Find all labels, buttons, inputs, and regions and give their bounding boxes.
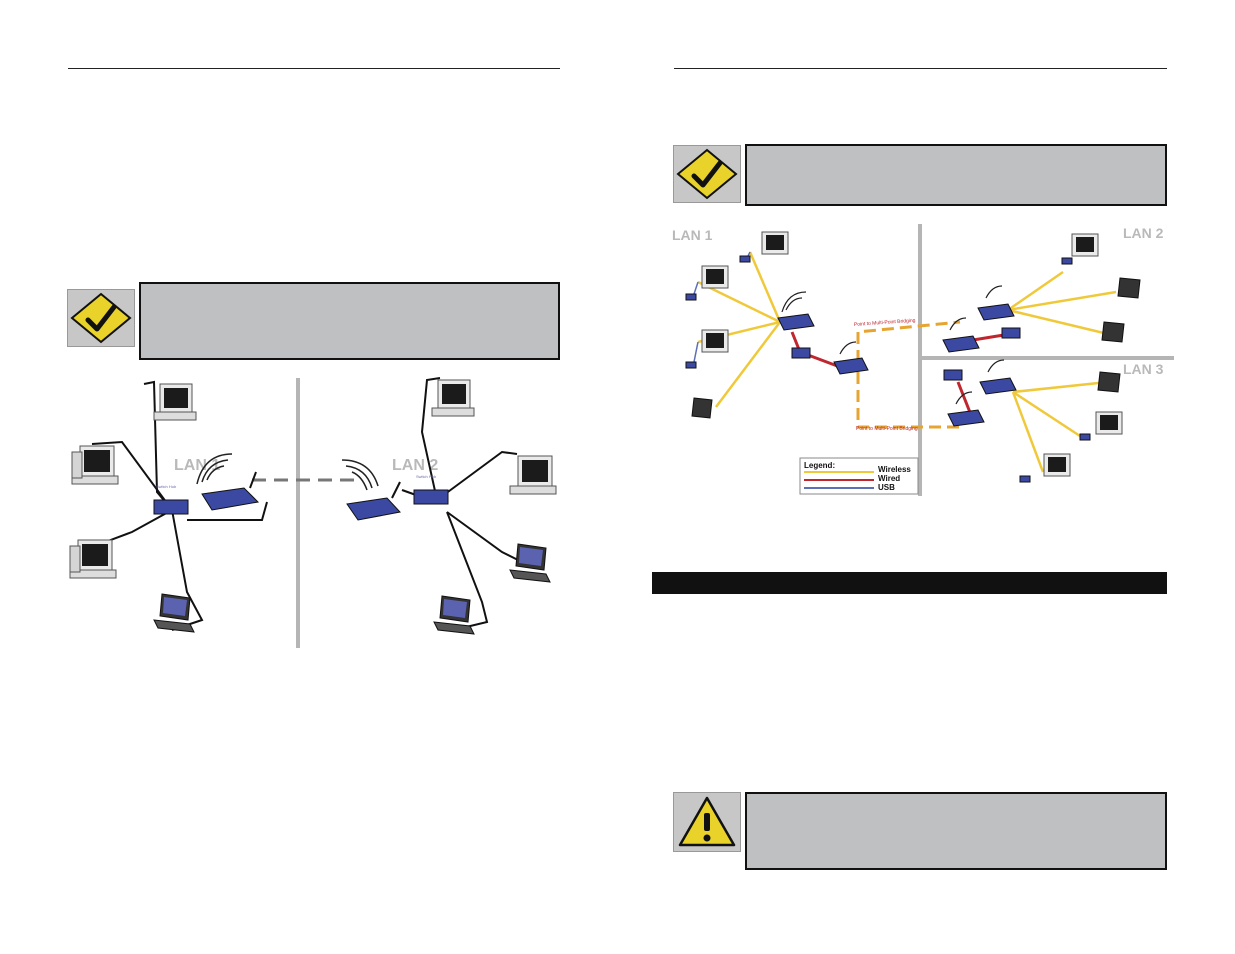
left-lan2-switch: Switch Hub <box>413 474 449 505</box>
legend: Legend: Wireless Wired USB <box>799 457 919 495</box>
right-bridge-ap <box>833 341 869 375</box>
right-note-icon-tile <box>673 145 741 203</box>
lan-divider-vertical <box>918 224 922 496</box>
legend-item-wireless: Wireless <box>878 465 911 474</box>
right-lan3-switch <box>943 369 963 381</box>
right-lan3-label: LAN 3 <box>1123 361 1164 377</box>
right-lan3-bridge-ap <box>947 391 985 427</box>
checkmark-icon <box>70 292 132 344</box>
right-lan1-label: LAN 1 <box>672 227 713 243</box>
svg-text:Switch Hub: Switch Hub <box>156 484 177 489</box>
right-note-box <box>745 144 1167 206</box>
right-bridge-label-top: Point to Multi-Point Bridging <box>854 318 916 328</box>
right-lan3-ap <box>979 359 1017 395</box>
left-lan2-label: LAN 2 <box>392 457 438 474</box>
left-note-box <box>139 282 560 360</box>
right-lan1-ap <box>777 291 815 331</box>
right-network-diagram: LAN 1 LAN 2 LAN 3 Point to Multi-Point B… <box>672 224 1174 496</box>
right-lan2-switch <box>1001 327 1021 339</box>
exclamation-icon <box>678 796 736 847</box>
right-lan-laptop-mid <box>509 543 551 583</box>
legend-title: Legend: <box>804 461 835 470</box>
checkmark-icon <box>676 148 738 200</box>
right-lan2-bridge-ap <box>942 317 980 353</box>
laptop-1 <box>691 397 713 419</box>
lan-divider-horizontal <box>922 356 1174 360</box>
left-lan1-switch: Switch Hub <box>153 484 189 515</box>
laptop-4 <box>1097 371 1121 393</box>
right-lan1-switch <box>791 347 811 359</box>
right-lan-laptop-low <box>433 595 475 635</box>
left-lan2-access-point <box>341 459 401 521</box>
laptop-3 <box>1101 321 1125 343</box>
right-lan-desktop-mid <box>509 455 557 495</box>
left-header-rule <box>68 68 560 69</box>
right-lan2-ap <box>977 285 1015 321</box>
svg-text:Switch Hub: Switch Hub <box>416 474 437 479</box>
lan-divider <box>296 378 300 648</box>
left-lan1-access-point <box>196 453 260 511</box>
right-lan2-label: LAN 2 <box>1123 225 1164 241</box>
section-heading-bar <box>652 572 1167 594</box>
left-desktop-low <box>69 539 117 579</box>
left-desktop-mid <box>71 445 119 485</box>
right-bridge-label-bottom: Point to Multi-Point Bridging <box>856 426 918 432</box>
left-desktop-top <box>153 383 197 421</box>
legend-item-wired: Wired <box>878 474 900 483</box>
warning-box <box>745 792 1167 870</box>
legend-item-usb: USB <box>878 483 895 492</box>
right-lan-desktop-top <box>431 379 475 417</box>
right-header-rule <box>674 68 1167 69</box>
warning-icon-tile <box>673 792 741 852</box>
laptop-2 <box>1117 277 1141 299</box>
left-laptop <box>153 593 195 633</box>
left-note-icon-tile <box>67 289 135 347</box>
left-network-diagram: LAN 1 LAN 2 Switch Hub Switch Hub <box>69 377 557 648</box>
